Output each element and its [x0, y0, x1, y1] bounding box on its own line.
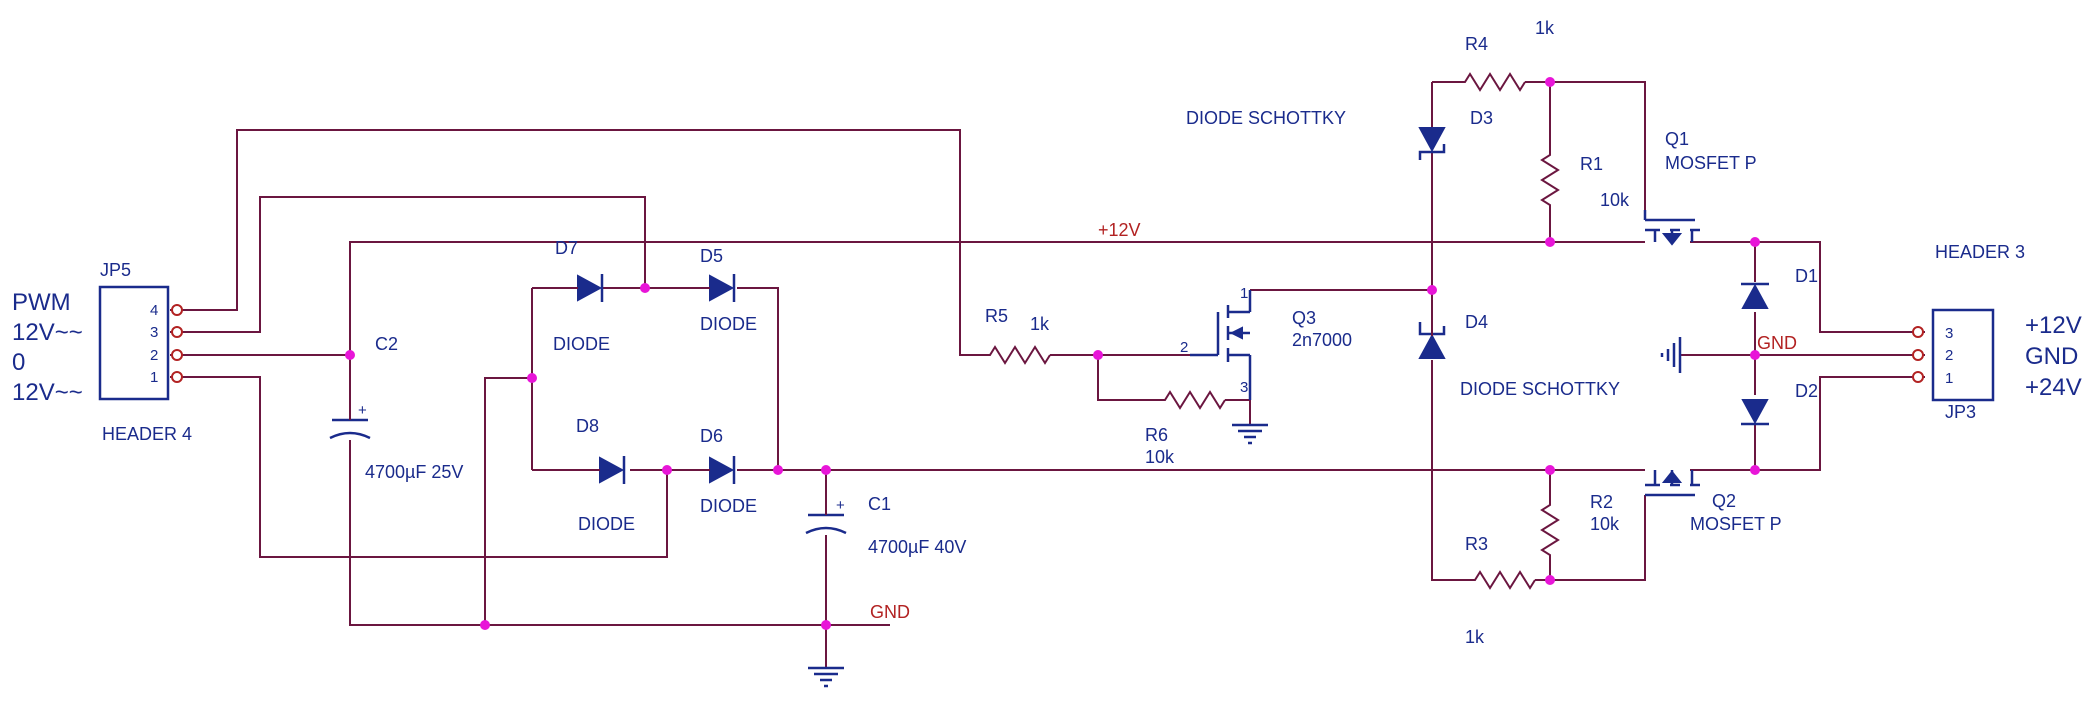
jp5-signal-pwm: PWM — [12, 289, 71, 316]
header-jp3: HEADER 3 JP3 3 2 1 +12V GND +24V — [1931, 242, 2082, 422]
r1-value: 10k — [1600, 190, 1630, 210]
q2-part: MOSFET P — [1690, 514, 1782, 534]
jp5-pin-2: 2 — [150, 347, 158, 364]
jp5-ref: JP5 — [100, 260, 131, 280]
net-label-plus12v: +12V — [1098, 220, 1141, 240]
q1-ref: Q1 — [1665, 129, 1689, 149]
jp5-pin-4: 4 — [150, 302, 158, 319]
jp3-pin-1: 1 — [1945, 370, 1953, 387]
r2-value: 10k — [1590, 514, 1620, 534]
jp5-signal-ac2: 12V~~ — [12, 379, 83, 406]
d5-ref: D5 — [700, 246, 723, 266]
jp3-signal-24v: +24V — [2025, 374, 2082, 401]
diode-d7: D7 DIODE — [553, 238, 610, 354]
resistor-r5: R5 1k — [985, 306, 1051, 365]
c1-ref: C1 — [868, 494, 891, 514]
c2-ref: C2 — [375, 334, 398, 354]
jp5-name: HEADER 4 — [102, 424, 192, 444]
header-jp5: JP5 HEADER 4 4 3 2 1 PWM 12V~~ 0 12V~~ — [12, 260, 192, 444]
r6-value: 10k — [1145, 447, 1175, 467]
d7-type: DIODE — [553, 334, 610, 354]
r4-value: 1k — [1535, 18, 1555, 38]
r4-ref: R4 — [1465, 34, 1488, 54]
resistor-r3: R3 1k — [1465, 534, 1536, 647]
jp3-signal-12v: +12V — [2025, 312, 2082, 339]
jp3-name: HEADER 3 — [1935, 242, 2025, 262]
resistor-r6: R6 10k — [1145, 390, 1226, 467]
q1-part: MOSFET P — [1665, 153, 1757, 173]
jp5-signal-zero: 0 — [12, 349, 25, 376]
d8-type: DIODE — [578, 514, 635, 534]
q3-pin-1: 1 — [1240, 285, 1248, 302]
jp3-ref: JP3 — [1945, 402, 1976, 422]
mosfet-q1: Q1 MOSFET P — [1643, 129, 1757, 246]
d2-ref: D2 — [1795, 381, 1818, 401]
jp5-pin-1: 1 — [150, 369, 158, 386]
mosfet-q3: 1 2 3 Q3 2n7000 — [1180, 285, 1352, 400]
diode-d4: D4 DIODE SCHOTTKY — [1418, 312, 1620, 399]
q2-ref: Q2 — [1712, 491, 1736, 511]
d4-type: DIODE SCHOTTKY — [1460, 379, 1620, 399]
ground-symbol-q3 — [1232, 400, 1268, 445]
jp3-pin-2: 2 — [1945, 347, 1953, 364]
q3-pin-2: 2 — [1180, 339, 1188, 356]
r2-ref: R2 — [1590, 492, 1613, 512]
jp5-pin-3: 3 — [150, 324, 158, 341]
d7-ref: D7 — [555, 238, 578, 258]
resistor-r2: R2 10k — [1540, 492, 1620, 560]
diode-d8: D8 DIODE — [576, 416, 635, 534]
r3-ref: R3 — [1465, 534, 1488, 554]
diode-d5: D5 DIODE — [700, 246, 757, 334]
diode-d3: D3 DIODE SCHOTTKY — [1186, 108, 1493, 160]
c2-value: 4700µF 25V — [365, 462, 463, 482]
d3-ref: D3 — [1470, 108, 1493, 128]
d6-ref: D6 — [700, 426, 723, 446]
c2-plus-sign: + — [358, 402, 367, 419]
d6-type: DIODE — [700, 496, 757, 516]
capacitor-c2: + C2 4700µF 25V — [329, 334, 463, 482]
q3-ref: Q3 — [1292, 308, 1316, 328]
d3-type: DIODE SCHOTTKY — [1186, 108, 1346, 128]
ground-symbol-c1 — [808, 625, 844, 688]
q3-part: 2n7000 — [1292, 330, 1352, 350]
junction-dots — [345, 77, 1760, 630]
ground-symbol-right — [1660, 337, 1705, 373]
diode-d6: D6 DIODE — [700, 426, 757, 516]
diode-d2: D2 — [1741, 381, 1818, 426]
r5-value: 1k — [1030, 314, 1050, 334]
mosfet-q2: Q2 MOSFET P — [1645, 470, 1782, 534]
q3-pin-3: 3 — [1240, 379, 1248, 396]
diode-d1: D1 — [1741, 266, 1818, 309]
r3-value: 1k — [1465, 627, 1485, 647]
d5-type: DIODE — [700, 314, 757, 334]
r5-ref: R5 — [985, 306, 1008, 326]
d8-ref: D8 — [576, 416, 599, 436]
jp5-signal-ac1: 12V~~ — [12, 319, 83, 346]
header-stubs — [170, 304, 1924, 383]
wires — [183, 81, 1925, 665]
d1-ref: D1 — [1795, 266, 1818, 286]
jp3-signal-gnd: GND — [2025, 343, 2078, 370]
d4-ref: D4 — [1465, 312, 1488, 332]
jp3-pin-3: 3 — [1945, 325, 1953, 342]
capacitor-c1: + C1 4700µF 40V — [805, 494, 966, 557]
resistor-r4: R4 1k — [1460, 18, 1555, 92]
c1-value: 4700µF 40V — [868, 537, 966, 557]
net-label-gnd-right: GND — [1757, 333, 1797, 353]
net-label-gnd-bottom: GND — [870, 602, 910, 622]
resistor-r1: R1 10k — [1540, 150, 1630, 210]
c1-plus-sign: + — [836, 497, 845, 514]
r1-ref: R1 — [1580, 154, 1603, 174]
r6-ref: R6 — [1145, 425, 1168, 445]
